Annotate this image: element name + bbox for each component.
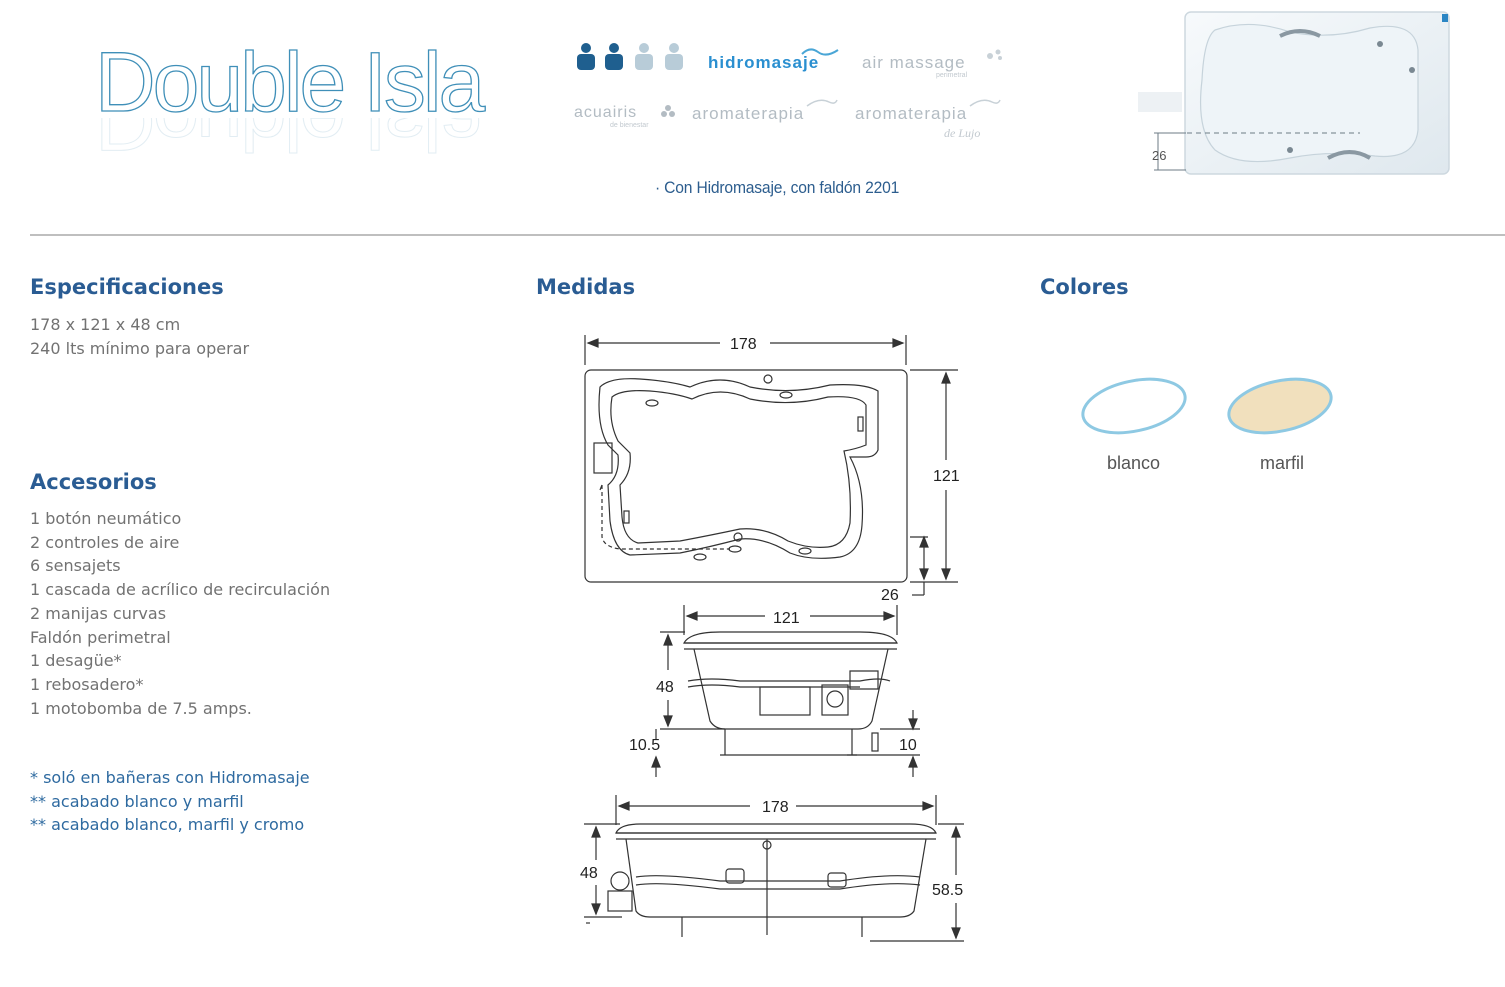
spec-capacity: 240 lts mínimo para operar xyxy=(30,338,250,358)
accessories-list: 1 botón neumático 2 controles de aire 6 … xyxy=(30,507,330,720)
dim-front-width: 121 xyxy=(773,610,800,627)
feature-hidromasaje: hidromasaje xyxy=(708,53,820,72)
dim-side-height: 48 xyxy=(580,865,598,882)
footnote: ** acabado blanco y marfil xyxy=(30,791,244,811)
list-item: 1 motobomba de 7.5 amps. xyxy=(30,698,252,718)
people-icon xyxy=(577,43,683,70)
accessories-heading: Accesorios xyxy=(30,470,157,494)
user-capacity-icons xyxy=(574,42,690,76)
feature-aromaterapia-lujo: aromaterapia xyxy=(855,104,968,123)
swatch-marfil[interactable] xyxy=(1222,372,1340,446)
dim-front-height: 48 xyxy=(656,679,674,696)
feature-aromaterapia-lujo-sub: de Lujo xyxy=(944,126,981,140)
swatch-label-blanco: blanco xyxy=(1107,453,1161,473)
feature-air-massage-sub: perimetral xyxy=(936,72,968,79)
list-item: 2 manijas curvas xyxy=(30,603,167,623)
feature-aromaterapia: aromaterapia xyxy=(692,104,805,123)
list-item: 1 desagüe* xyxy=(30,651,122,671)
swatch-blanco[interactable] xyxy=(1076,372,1194,446)
feature-acuairis: acuairis xyxy=(574,104,638,121)
measures-heading: Medidas xyxy=(536,275,636,299)
swirl-icon xyxy=(805,94,839,113)
dim-top-offset: 26 xyxy=(881,587,899,604)
dim-side-width: 178 xyxy=(762,799,789,816)
specs-list: 178 x 121 x 48 cm 240 lts mínimo para op… xyxy=(30,313,249,360)
product-thumbnail: 26 xyxy=(1130,10,1455,184)
technical-drawings: 178 121 26 121 48 10.5 10 178 48 58.5 xyxy=(560,325,1000,954)
footnotes: * soló en bañeras con Hidromasaje ** aca… xyxy=(30,766,310,837)
product-title-reflection: Double Isla xyxy=(95,118,482,163)
thumb-dimension: 26 xyxy=(1152,148,1166,163)
swatch-label-marfil: marfil xyxy=(1260,453,1304,473)
list-item: Faldón perimetral xyxy=(30,627,171,647)
list-item: 1 cascada de acrílico de recirculación xyxy=(30,580,331,600)
spec-dimensions: 178 x 121 x 48 cm xyxy=(30,315,181,334)
swirl-icon-2 xyxy=(968,94,1002,113)
footnote: * soló en bañeras con Hidromasaje xyxy=(30,768,310,787)
product-title: Double Isla xyxy=(94,35,486,129)
footnote: ** acabado blanco, marfil y cromo xyxy=(30,815,305,835)
header-divider xyxy=(30,234,1505,236)
bubbles-icon xyxy=(985,46,1005,66)
feature-air-massage: air massage xyxy=(862,53,966,72)
flower-icon xyxy=(660,104,676,124)
dim-front-left: 10.5 xyxy=(629,737,660,754)
dim-top-height: 121 xyxy=(933,468,960,485)
list-item: 1 botón neumático xyxy=(30,509,182,528)
list-item: 1 rebosadero* xyxy=(30,674,144,694)
product-subtitle: · Con Hidromasaje, con faldón 2201 xyxy=(655,178,900,197)
dim-side-total: 58.5 xyxy=(932,882,963,899)
colors-heading: Colores xyxy=(1040,275,1129,299)
dim-front-right: 10 xyxy=(899,737,917,754)
dim-top-width: 178 xyxy=(730,336,757,353)
wave-icon xyxy=(800,43,840,62)
list-item: 2 controles de aire xyxy=(30,532,180,552)
list-item: 6 sensajets xyxy=(30,556,121,576)
specs-heading: Especificaciones xyxy=(30,275,224,299)
feature-acuairis-sub: de bienestar xyxy=(610,122,649,129)
